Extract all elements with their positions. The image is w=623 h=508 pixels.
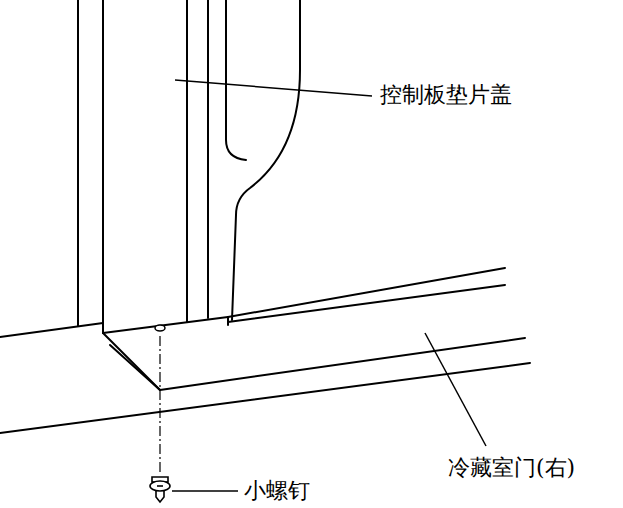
- part-label: 控制板垫片盖: [378, 82, 514, 108]
- part-label: 冷藏室门(右): [446, 455, 577, 481]
- part-label: 小螺钉: [242, 478, 312, 504]
